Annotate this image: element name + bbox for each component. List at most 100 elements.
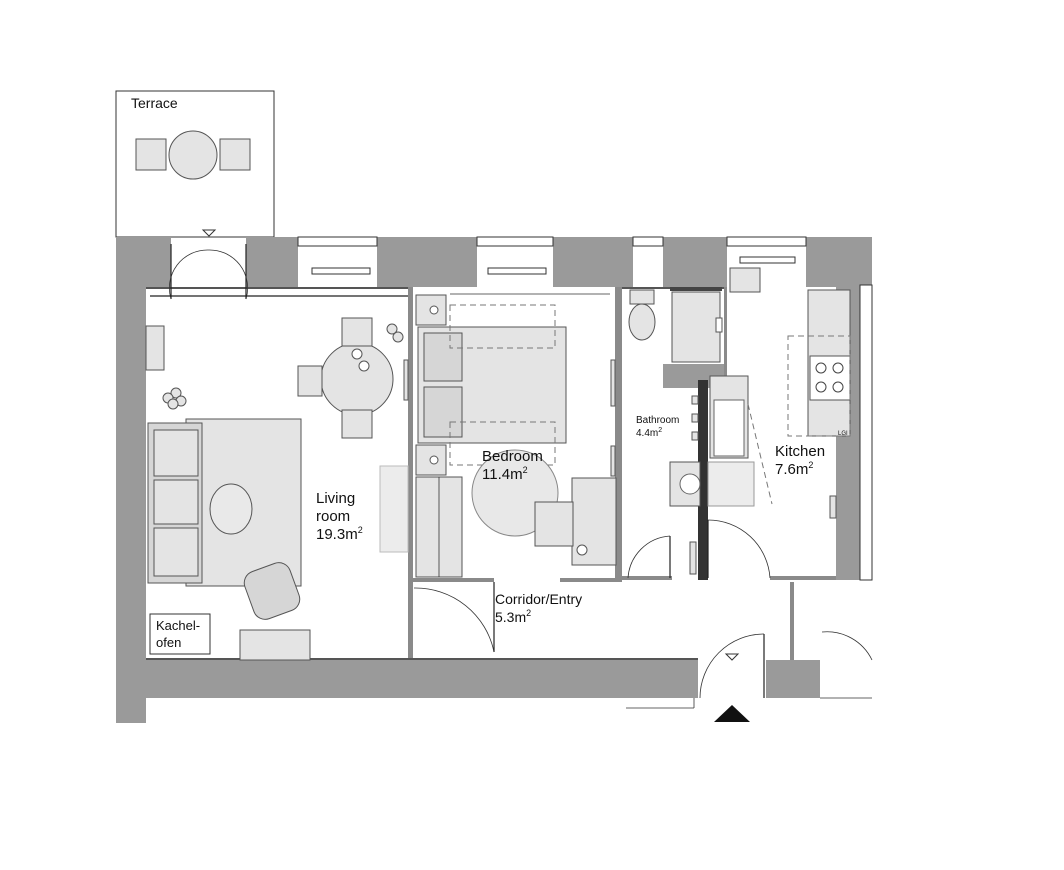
sofa-cushion-3 xyxy=(153,527,199,577)
washer-inner xyxy=(713,399,745,457)
kachelofen-box xyxy=(149,613,211,655)
armchair xyxy=(243,562,301,620)
wall-stair xyxy=(790,582,794,660)
bathroom-label: Bathroom xyxy=(636,415,679,426)
living-area: 19.3m2 xyxy=(316,525,363,543)
doors xyxy=(150,244,873,722)
terrace-table xyxy=(168,130,218,180)
terrace-entry-marker xyxy=(201,229,217,237)
wall-right-edge xyxy=(859,284,873,581)
entry-marker xyxy=(724,653,740,661)
interior-walls xyxy=(146,287,836,660)
wall-bath-kitchen-top xyxy=(724,287,727,387)
kitchen-stool xyxy=(729,267,761,293)
desk-chair xyxy=(534,501,574,547)
bed-dashed-top xyxy=(449,304,556,349)
sofa-cushion-1 xyxy=(153,429,199,477)
terrace-door-swing-right xyxy=(207,249,249,300)
window-bathroom xyxy=(632,236,664,247)
burner-3 xyxy=(815,381,827,393)
pillow-1 xyxy=(423,332,463,382)
pillow-2 xyxy=(423,386,463,438)
bedroom-label: Bedroom xyxy=(482,448,543,465)
plant-1 xyxy=(170,387,182,399)
window-bedroom xyxy=(476,236,554,247)
burner-1 xyxy=(815,362,827,374)
bathroom-area: 4.4m2 xyxy=(636,427,662,439)
window-kitchen xyxy=(726,236,807,247)
bathroom-fixtures xyxy=(628,289,773,575)
kachelofen-label-line1: Kachel- xyxy=(156,618,200,633)
wall-bottom-2 xyxy=(766,660,820,698)
sofa-cushion-2 xyxy=(153,479,199,525)
bed-lamp-2 xyxy=(429,455,439,465)
living-shelf xyxy=(379,465,409,553)
shower xyxy=(671,291,721,363)
kitchen-hob xyxy=(809,355,851,401)
wall-top-6 xyxy=(806,237,872,287)
living-furniture xyxy=(145,317,409,661)
living-radiator-side xyxy=(403,359,409,401)
bathroom-door-swing xyxy=(627,535,671,579)
wall-bottom-1 xyxy=(146,660,698,698)
wall-bedroom-bottom-1 xyxy=(412,578,494,582)
bedroom-radiator xyxy=(610,359,616,407)
kitchen-dashed-area xyxy=(787,335,851,437)
corridor-area: 5.3m2 xyxy=(495,608,531,625)
toilet-tank xyxy=(629,289,655,305)
room-labels: Terrace Living room 19.3m2 Bedroom 11.4m… xyxy=(131,95,848,650)
shower-top-edge xyxy=(670,287,722,291)
dining-chair-top xyxy=(341,317,373,347)
dryer xyxy=(707,461,755,507)
kitchen-label: Kitchen xyxy=(775,443,825,460)
living-top-edge xyxy=(146,287,411,289)
radiator-bedroom xyxy=(487,267,547,275)
kitchen-door-swing xyxy=(707,519,771,579)
lamp-1 xyxy=(351,348,363,360)
dining-chair-left xyxy=(297,365,323,397)
terrace-door-swing-left xyxy=(168,249,209,300)
bedroom-outlet xyxy=(610,445,616,477)
entry-door-swing xyxy=(699,633,765,699)
wall-living-bedroom xyxy=(408,287,413,660)
terrace-label: Terrace xyxy=(131,95,178,111)
radiator-kitchen xyxy=(739,256,796,264)
living-label-line2: room xyxy=(316,508,350,525)
wall-top-2 xyxy=(246,237,298,287)
bath-basin xyxy=(679,473,701,495)
living-label-line1: Living xyxy=(316,490,355,507)
tv-cabinet xyxy=(239,629,311,661)
wall-left xyxy=(116,237,146,723)
dining-chair-bottom xyxy=(341,409,373,439)
wall-top-4 xyxy=(553,237,633,287)
bath-hook-2 xyxy=(691,413,699,423)
wall-bedroom-bath xyxy=(615,287,622,579)
terrace-area xyxy=(115,90,275,238)
toilet-bowl xyxy=(628,303,656,341)
plant-6 xyxy=(392,331,404,343)
terrace-chair-left xyxy=(135,138,167,171)
neighbour-door-swing xyxy=(821,631,873,661)
bath-radiator xyxy=(689,541,697,575)
coffee-table xyxy=(209,483,253,535)
appliance-label: LGI xyxy=(838,431,848,437)
window-living xyxy=(297,236,378,247)
bath-hook-3 xyxy=(691,431,699,441)
bath-hook-1 xyxy=(691,395,699,405)
terrace-chair-right xyxy=(219,138,251,171)
kitchen-area: 7.6m2 xyxy=(775,460,813,478)
wall-kitchen-bottom xyxy=(770,576,836,580)
kitchen-radiator xyxy=(829,495,837,519)
windows xyxy=(297,236,807,275)
burner-4 xyxy=(832,381,844,393)
wall-top-5 xyxy=(663,237,727,287)
bedroom-area: 11.4m2 xyxy=(482,465,528,483)
wall-bath-bottom xyxy=(622,576,672,580)
desk-lamp xyxy=(576,544,588,556)
plant-4 xyxy=(167,398,179,410)
bedroom-door-swing xyxy=(413,587,495,653)
bed-lamp-1 xyxy=(429,305,439,315)
kitchen-fixtures xyxy=(729,267,851,519)
radiator-living xyxy=(311,267,371,275)
